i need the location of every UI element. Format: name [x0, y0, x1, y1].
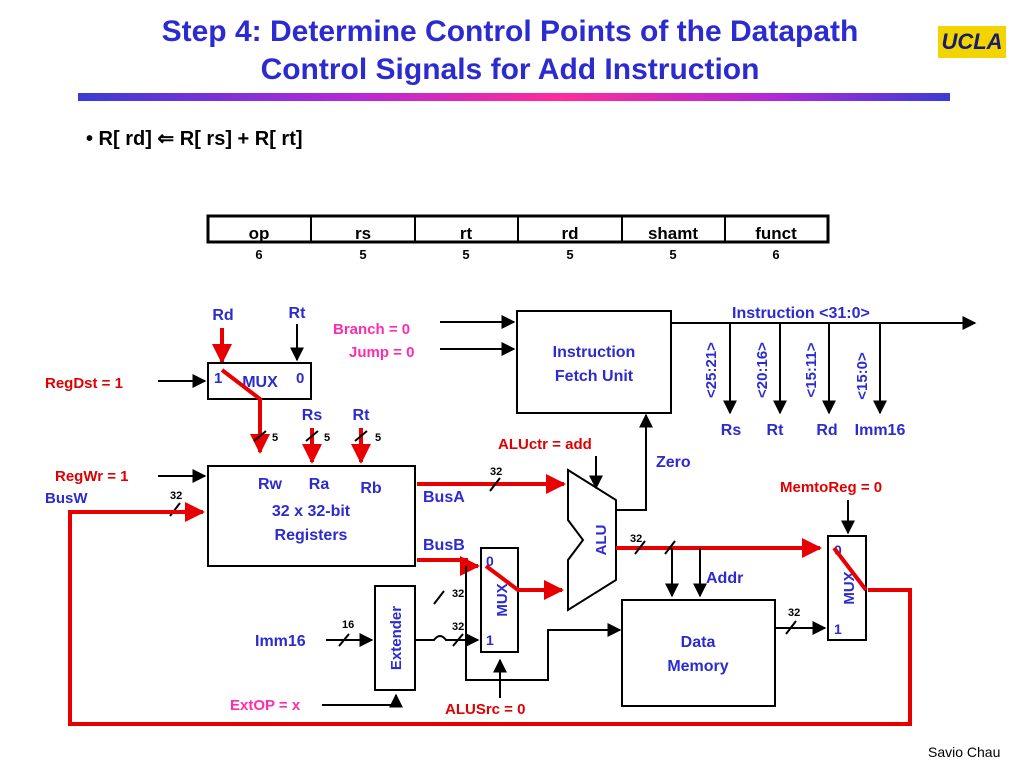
rb-width: 5 [375, 432, 381, 444]
field-25-21: <25:21> [703, 342, 720, 398]
busa-width: 32 [490, 466, 502, 478]
writeback-path [68, 502, 912, 726]
mux3-label: MUX [841, 571, 858, 604]
alu-label: ALU [593, 525, 610, 556]
data-memory-line2: Memory [667, 658, 728, 675]
ifu-line1: Instruction [553, 344, 636, 361]
busb-width: 32 [452, 588, 464, 600]
field-shamt: shamt [648, 224, 698, 243]
regwr-signal: RegWr = 1 [55, 468, 129, 485]
width-op: 6 [255, 247, 262, 262]
extender: Imm16 16 Extender ExtOP = x 32 [230, 585, 480, 714]
field-rd: rd [562, 224, 579, 243]
field-funct: funct [755, 224, 797, 243]
author-footer: Savio Chau [928, 744, 1001, 760]
out-rs: Rs [721, 422, 742, 439]
mux1-in0: 0 [296, 370, 304, 387]
busb-path: BusB 32 [417, 537, 480, 650]
extender-label: Extender [388, 606, 405, 670]
jump-signal: Jump = 0 [349, 344, 414, 361]
out-rt: Rt [767, 422, 785, 439]
field-op: op [249, 224, 270, 243]
busw-width: 32 [170, 490, 182, 502]
width-rt: 5 [462, 247, 469, 262]
mux3-in1: 1 [834, 621, 842, 637]
mux2-in1: 1 [486, 632, 494, 648]
data-memory-line1: Data [681, 634, 716, 651]
addr-label: Addr [706, 570, 743, 587]
rw-width: 5 [272, 432, 278, 444]
alusrc-signal: ALUSrc = 0 [445, 701, 525, 718]
slide-title-line-2: Control Signals for Add Instruction [260, 53, 760, 86]
dm-out-width: 32 [788, 607, 800, 619]
rw-port: Rw [258, 476, 283, 493]
field-15-0: <15:0> [854, 352, 871, 400]
busa-label: BusA [423, 489, 465, 506]
out-rd: Rd [816, 422, 837, 439]
rtl-statement: • R[ rd] ⇐ R[ rs] + R[ rt] [86, 128, 303, 150]
register-file: Rw Ra Rb 32 x 32-bit Registers RegWr = 1… [45, 465, 416, 567]
width-shamt: 5 [669, 247, 676, 262]
regfile-size: 32 x 32-bit [272, 503, 351, 520]
regfile-name: Registers [275, 527, 348, 544]
width-funct: 6 [772, 247, 779, 262]
rb-port: Rb [360, 480, 382, 497]
rd-input-label: Rd [212, 307, 233, 324]
instruction-fetch-unit: Branch = 0 Jump = 0 Instruction Fetch Un… [333, 305, 977, 439]
write-data-path [465, 623, 622, 681]
rs-label: Rs [302, 407, 323, 424]
zero-label: Zero [656, 454, 691, 471]
field-rs: rs [355, 224, 371, 243]
aluctr-signal: ALUctr = add [498, 436, 592, 453]
imm16-width: 16 [342, 619, 354, 631]
ifu-line2: Fetch Unit [555, 368, 634, 385]
alusrc-mux: 0 1 MUX ALUSrc = 0 [445, 547, 564, 718]
field-20-16: <20:16> [754, 342, 771, 398]
regdst-signal: RegDst = 1 [45, 375, 123, 392]
rt-label: Rt [353, 407, 371, 424]
mux2-label: MUX [494, 583, 511, 616]
regdst-mux: Rd Rt 1 MUX 0 RegDst = 1 [45, 305, 312, 454]
branch-signal: Branch = 0 [333, 321, 410, 338]
width-rs: 5 [359, 247, 366, 262]
aluout-width: 32 [630, 533, 642, 545]
ra-width: 5 [324, 432, 330, 444]
field-rt: rt [460, 224, 473, 243]
ucla-logo: UCLA [938, 26, 1006, 58]
field-15-11: <15:11> [803, 342, 820, 397]
memtoreg-signal: MemtoReg = 0 [780, 479, 882, 496]
busb-label: BusB [423, 537, 465, 554]
busa-path: BusA 32 [417, 466, 566, 506]
instruction-bus-label: Instruction <31:0> [732, 305, 870, 322]
title-underline [78, 93, 950, 101]
data-memory: Data Memory 32 [621, 599, 827, 707]
register-address-inputs: Rs Rt 5 5 5 [253, 407, 381, 464]
extop-signal: ExtOP = x [230, 697, 301, 714]
slide-title-line-1: Step 4: Determine Control Points of the … [161, 15, 859, 48]
width-rd: 5 [566, 247, 573, 262]
mux1-label: MUX [242, 374, 278, 391]
busw-label: BusW [45, 490, 88, 507]
ra-port: Ra [309, 476, 330, 493]
out-imm16: Imm16 [855, 422, 906, 439]
ext-width: 32 [452, 621, 464, 633]
mux1-in1: 1 [214, 370, 222, 387]
imm16-input-label: Imm16 [255, 633, 306, 650]
instruction-format-table: op rs rt rd shamt funct 6 5 5 5 5 6 [206, 214, 830, 262]
rt-input-label: Rt [289, 305, 307, 322]
mux2-in0: 0 [486, 553, 494, 569]
alu: ALU ALUctr = add Zero 32 Addr [498, 413, 822, 612]
memtoreg-mux: MemtoReg = 0 0 1 MUX [780, 479, 882, 641]
